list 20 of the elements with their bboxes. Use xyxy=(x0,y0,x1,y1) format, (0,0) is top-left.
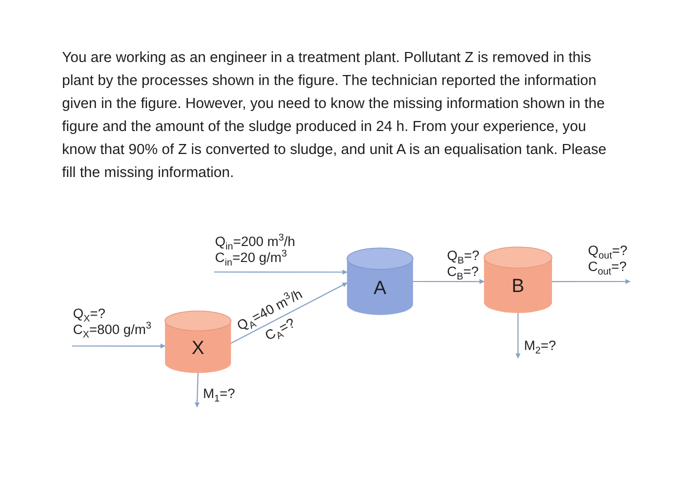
edge-label: Q$_{out}$=? C$_{out}$=? xyxy=(588,243,628,275)
flow-arrow xyxy=(516,313,520,358)
edge-label: Q$_{X}$=? C$_{X}$=800 g/m$^{3}$ xyxy=(73,306,152,338)
problem-text: You are working as an engineer in a treatment plant. Pollutant Z is removed in this plant by the processes shown in the figure. The technician reported the information given in the figure. However, you need to know the missing information shown in the figure and the amount of the sludge produced in 24 h. From your experience, you know that 90% of Z is converted to sludge, and unit A is an equalisation tank. Please fill the missing information. xyxy=(62,49,608,183)
flow-arrow xyxy=(230,282,348,344)
tank-cylinder xyxy=(347,248,413,315)
tank-cylinder xyxy=(165,311,231,373)
edge-label: Q$_{B}$=? C$_{B}$=? xyxy=(447,248,480,280)
flow-arrow xyxy=(194,372,200,408)
tank-label: B xyxy=(512,276,524,298)
tank-label: X xyxy=(192,338,204,360)
flow-arrow xyxy=(214,270,348,275)
flow-arrow xyxy=(552,279,630,284)
tank-cylinder xyxy=(484,247,552,313)
edge-label: M$_{1}$=? xyxy=(203,386,236,402)
edge-label: Q$_{in}$=200 m$^{3}$/h C$_{in}$=20 g/m$^{3}$ xyxy=(215,234,296,266)
edge-label: M$_{2}$=? xyxy=(524,338,558,354)
tank-label: A xyxy=(374,278,386,300)
flow-arrow xyxy=(413,279,484,284)
flow-arrow xyxy=(72,344,166,349)
